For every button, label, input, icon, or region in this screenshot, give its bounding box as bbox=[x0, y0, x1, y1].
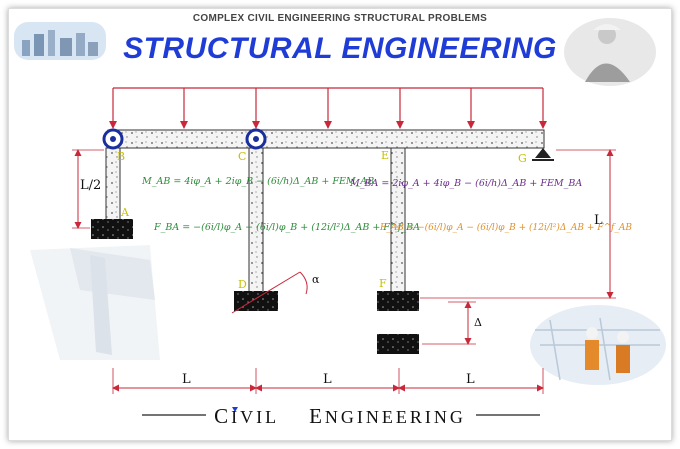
footer-brand: CIVIL ENGINEERING bbox=[0, 404, 680, 429]
node-label-e: E bbox=[381, 149, 389, 162]
dim-left-half bbox=[72, 149, 104, 229]
foundation-d bbox=[234, 291, 278, 311]
column-cd bbox=[248, 147, 264, 293]
beam-render-photo bbox=[30, 245, 160, 360]
equation-m-ba: M_BA = 2iφ_A + 4iφ_B − (6i/h)Δ_AB + FEM_… bbox=[349, 178, 582, 189]
workers-photo bbox=[530, 305, 666, 385]
hinge-icon bbox=[102, 128, 124, 150]
rotation-label: α bbox=[312, 273, 320, 286]
foundation-a bbox=[91, 219, 133, 239]
settlement-label: Δ bbox=[474, 316, 482, 329]
dim-settlement bbox=[422, 301, 476, 345]
footer-brand-word-1: IVIL bbox=[231, 407, 280, 427]
rotation-arc bbox=[299, 271, 308, 295]
dim-label-span-3: L bbox=[466, 372, 475, 387]
engineer-photo bbox=[564, 18, 656, 86]
roller-support-icon bbox=[532, 148, 554, 161]
equation-f-ab: F_AB = −(6i/l)φ_A − (6i/l)φ_B + (12i/l²)… bbox=[379, 222, 632, 233]
distributed-load bbox=[109, 87, 547, 129]
skyline-photo bbox=[14, 22, 106, 60]
dim-label-span-1: L bbox=[182, 372, 191, 387]
beam-bcdeg bbox=[107, 129, 545, 149]
footer-brand-initial-2: E bbox=[309, 404, 325, 428]
foundation-f bbox=[377, 291, 419, 311]
equation-m-ab: M_AB = 4iφ_A + 2iφ_B − (6i/h)Δ_AB + FEM_… bbox=[141, 176, 374, 187]
node-label-f: F bbox=[379, 277, 387, 290]
foundation-f-settled bbox=[377, 334, 419, 354]
header-subtitle: COMPLEX CIVIL ENGINEERING STRUCTURAL PRO… bbox=[192, 13, 488, 24]
dim-label-half: L/2 bbox=[80, 178, 101, 193]
node-label-c: C bbox=[238, 150, 246, 163]
dim-bottom-spans bbox=[112, 368, 544, 394]
page-title: STRUCTURAL ENGINEERING bbox=[123, 32, 557, 65]
node-label-b: B bbox=[117, 150, 125, 163]
node-label-d: D bbox=[238, 278, 247, 291]
footer-accent-icon bbox=[232, 407, 238, 412]
equation-f-ba: F_BA = −(6i/l)φ_A − (6i/l)φ_B + (12i/l²)… bbox=[153, 222, 420, 233]
dim-label-span-2: L bbox=[323, 372, 332, 387]
node-label-a: A bbox=[120, 206, 130, 219]
dim-label-right: L bbox=[594, 213, 603, 228]
footer-brand-word-2: NGINEERING bbox=[324, 407, 466, 427]
hinge-icon bbox=[245, 128, 267, 150]
dim-right-height bbox=[420, 149, 616, 299]
footer-brand-initial-1: C bbox=[214, 404, 232, 428]
node-label-g: G bbox=[518, 152, 527, 165]
rotation-line bbox=[231, 271, 301, 314]
column-ef bbox=[390, 147, 406, 293]
